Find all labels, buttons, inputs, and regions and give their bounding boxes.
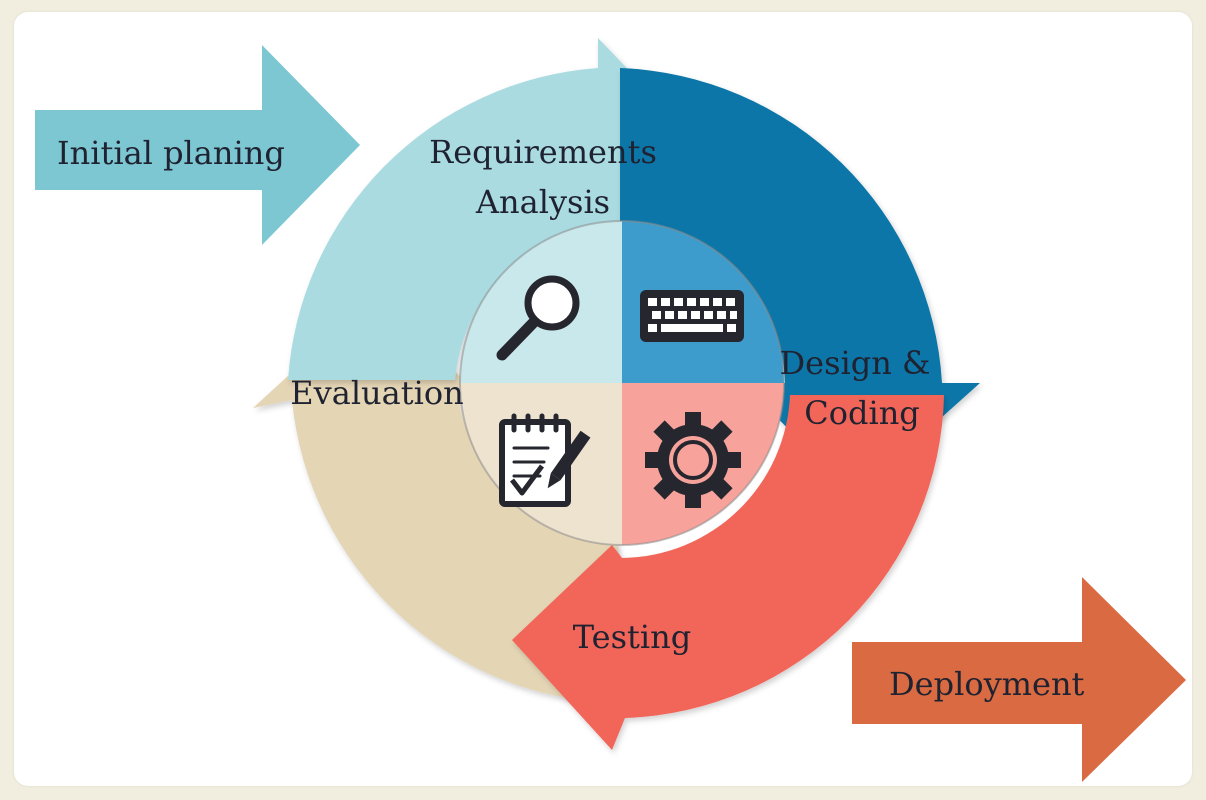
gear-icon: [645, 412, 741, 508]
magnifier-icon: [496, 275, 580, 361]
design-arc: [620, 68, 980, 495]
evaluation-label: Evaluation: [290, 374, 463, 412]
requirements-label-line2: Analysis: [475, 183, 610, 221]
keyboard-icon: [640, 290, 744, 342]
design-label-line1: Design &: [780, 344, 931, 382]
testing-label: Testing: [573, 618, 691, 656]
initial-planning-label: Initial planing: [57, 134, 285, 172]
requirements-arc: [288, 38, 710, 380]
testing-arc: [512, 395, 944, 750]
requirements-label-line1: Requirements: [429, 133, 657, 171]
initial-planning-arrow: [35, 45, 360, 245]
deployment-label: Deployment: [889, 665, 1085, 703]
evaluation-arc: [253, 296, 618, 703]
checklist-icon: [499, 413, 591, 507]
hub-outline: [459, 220, 785, 546]
design-label-line2: Coding: [804, 394, 920, 432]
deployment-arrow: [852, 577, 1186, 782]
